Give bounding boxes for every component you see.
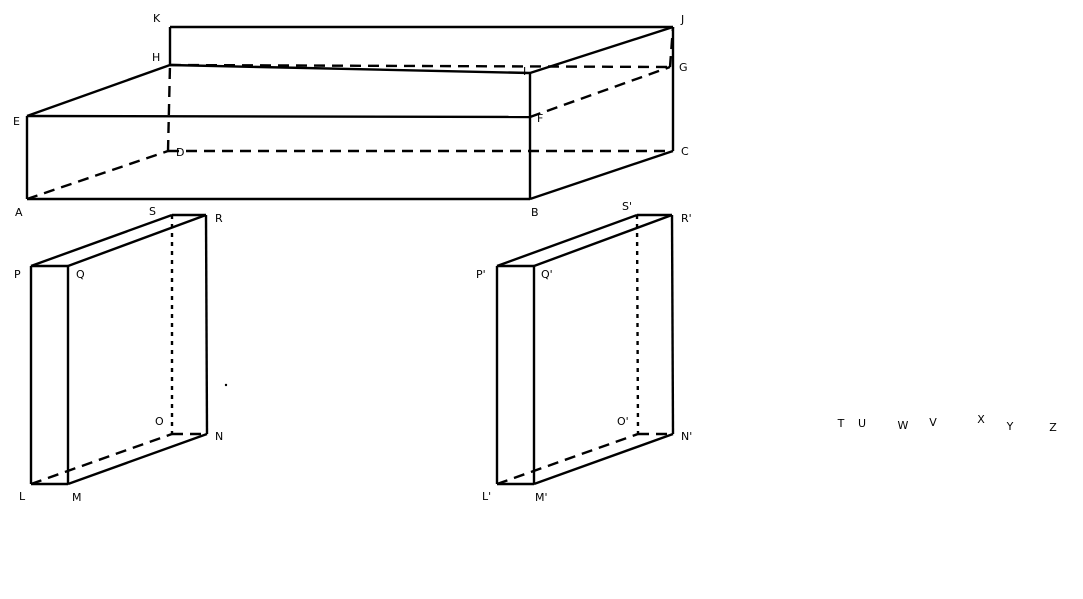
vertex-label-L-prime: L' bbox=[482, 490, 491, 503]
loose-label-Y: Y bbox=[1006, 420, 1014, 433]
vertex-label-N-prime: N' bbox=[681, 430, 692, 443]
loose-label-X: X bbox=[977, 413, 985, 426]
figure-1-edge-EF bbox=[26, 114, 531, 119]
vertex-label-S-prime: S' bbox=[622, 200, 632, 213]
vertex-label-L: L bbox=[19, 490, 26, 503]
figure-3-edge-L'O' bbox=[496, 432, 639, 486]
vertex-label-P: P bbox=[14, 268, 21, 281]
vertex-label-C: C bbox=[681, 145, 689, 158]
figure-1-edge-AD bbox=[26, 149, 169, 201]
vertex-label-M-prime: M' bbox=[535, 491, 548, 504]
vertex-label-O: O bbox=[155, 415, 164, 428]
figure-1-edge-HI bbox=[169, 63, 531, 75]
vertex-label-R-prime: R' bbox=[681, 212, 692, 225]
vertex-label-S: S bbox=[149, 205, 156, 218]
vertex-label-Q-prime: Q' bbox=[541, 268, 553, 281]
open-box-prism: A B C D E F G H I J K bbox=[13, 12, 689, 219]
loose-label-T: T bbox=[837, 417, 845, 430]
vertex-label-B: B bbox=[531, 206, 539, 219]
vertex-label-N: N bbox=[215, 430, 223, 443]
vertex-label-I: I bbox=[523, 65, 526, 78]
open-frame-prism-left: L M N O P Q R S bbox=[14, 205, 223, 504]
figure-1-edge-GJ bbox=[668, 26, 675, 68]
vertex-label-F: F bbox=[537, 112, 543, 125]
figure-3-edge-N'R' bbox=[670, 214, 675, 435]
figure-1-edge-EH bbox=[26, 63, 171, 118]
figure-2-edge-NR bbox=[204, 214, 209, 435]
figure-1-edge-IJ bbox=[529, 25, 674, 75]
figure-1-edge-FG bbox=[529, 65, 671, 119]
vertex-label-E: E bbox=[13, 115, 20, 128]
vertex-label-K: K bbox=[153, 12, 161, 25]
vertex-label-H: H bbox=[152, 51, 160, 64]
loose-label-W: W bbox=[898, 419, 909, 432]
figure-1-edge-BC bbox=[529, 149, 674, 201]
loose-label-Z: Z bbox=[1049, 421, 1057, 434]
figure-1-edge-HG bbox=[169, 63, 671, 69]
vertex-label-Q: Q bbox=[76, 268, 85, 281]
vertex-label-G: G bbox=[679, 61, 688, 74]
figure-2-edge-PS bbox=[30, 213, 173, 268]
vertex-label-J: J bbox=[680, 13, 684, 26]
figure-2-edge-QR bbox=[67, 213, 207, 268]
vertex-label-P-prime: P' bbox=[476, 268, 486, 281]
figure-3-edge-P'S' bbox=[496, 213, 638, 268]
open-frame-prism-right: L' M' N' O' P' Q' R' S' bbox=[476, 200, 692, 504]
figure-3-edge-Q'R' bbox=[533, 213, 673, 268]
vertex-label-D: D bbox=[176, 146, 184, 159]
stray-dot bbox=[224, 383, 228, 387]
vertex-label-O-prime: O' bbox=[617, 415, 629, 428]
loose-label-U: U bbox=[858, 417, 866, 430]
figure-2-edge-LO bbox=[30, 432, 173, 486]
loose-label-V: V bbox=[929, 416, 937, 429]
vertex-label-R: R bbox=[215, 212, 223, 225]
figure-3-edge-S'O' bbox=[635, 214, 640, 435]
figure-1-edge-DH bbox=[166, 64, 172, 152]
figure-3-edge-M'N' bbox=[533, 432, 674, 486]
vertex-label-A: A bbox=[15, 206, 23, 219]
figure-2-edge-MN bbox=[67, 432, 208, 486]
vertex-label-M: M bbox=[72, 491, 82, 504]
